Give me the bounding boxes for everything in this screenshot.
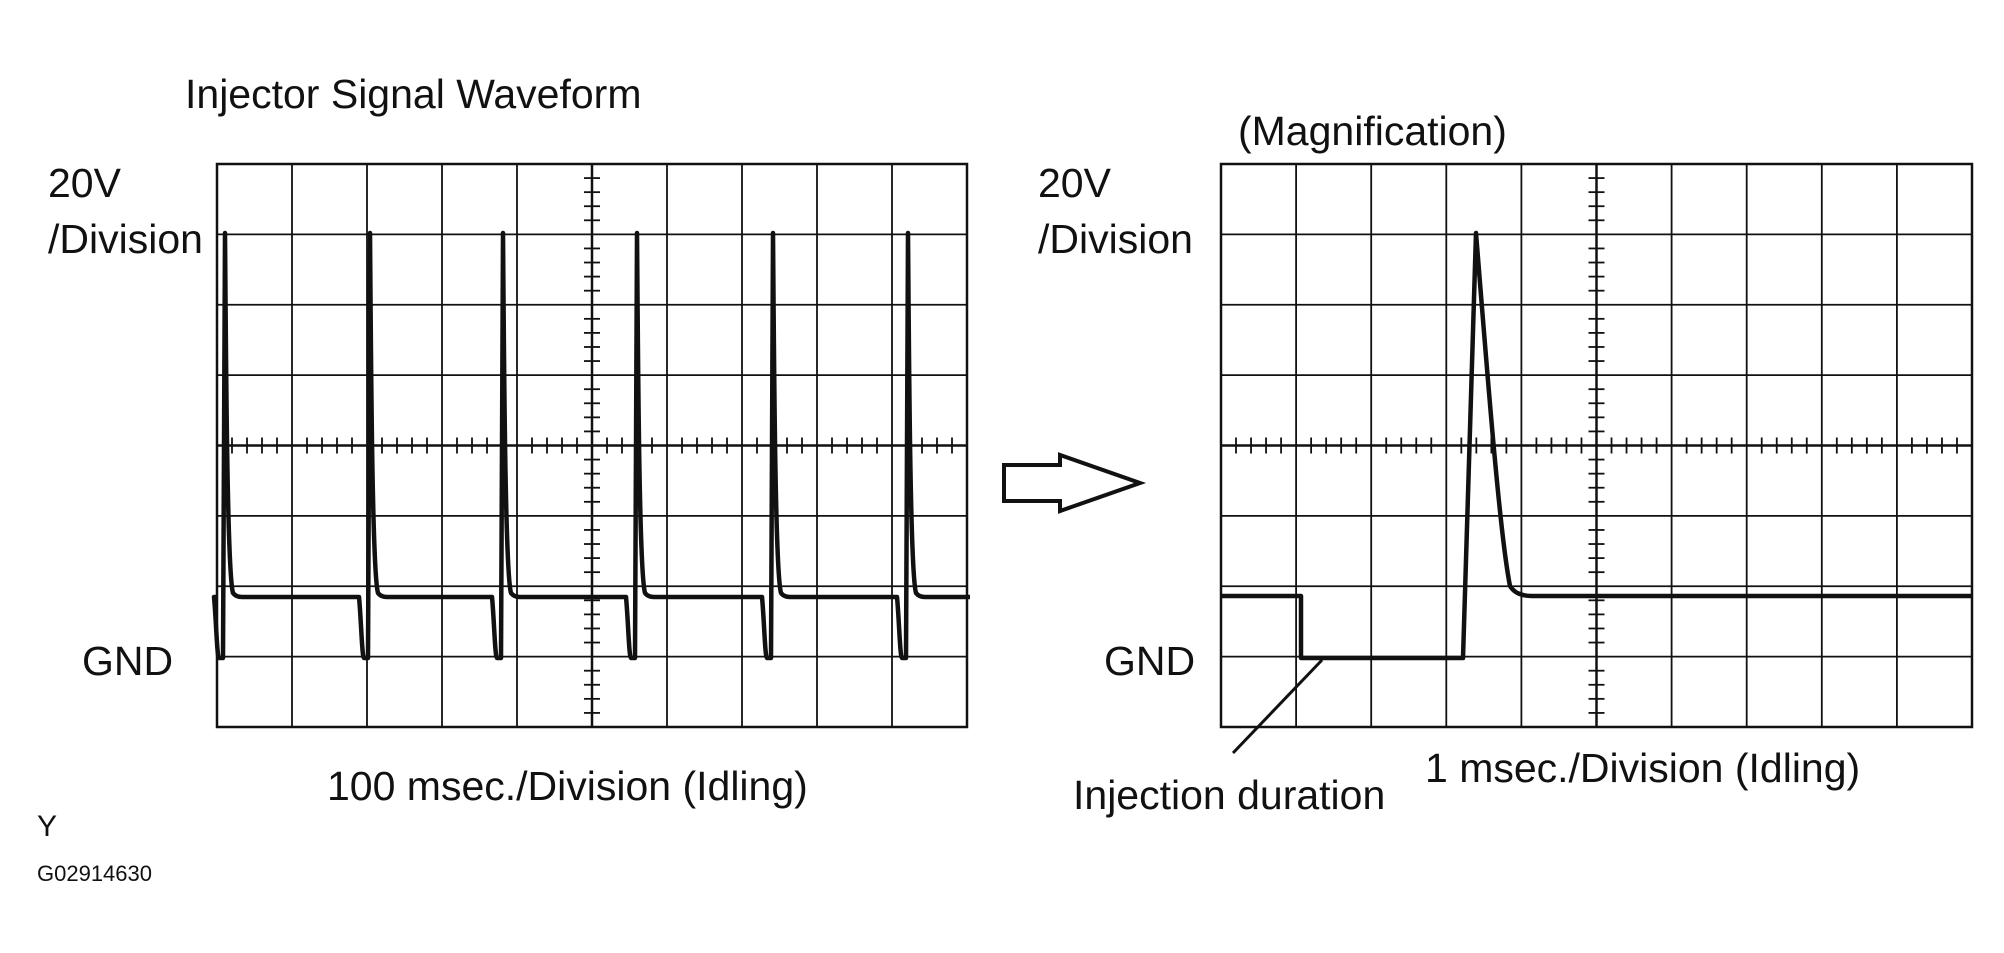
left-time-scale-label: 100 msec./Division (Idling) <box>327 763 808 809</box>
injection-duration-leader-line <box>1231 658 1324 755</box>
left-injector-waveform-trace <box>211 230 970 661</box>
left-volt-scale-unit: /Division <box>48 216 203 262</box>
figure-id: G02914630 <box>37 861 152 886</box>
figure-code-letter: Y <box>37 810 58 843</box>
right-gnd-label: GND <box>1104 638 1196 684</box>
magnify-arrow-icon <box>1002 452 1147 514</box>
right-injector-waveform-trace <box>1221 230 1972 661</box>
injection-duration-label: Injection duration <box>1073 772 1386 818</box>
right-volt-scale-label: 20V <box>1038 160 1111 206</box>
left-volt-scale-label: 20V <box>48 160 121 206</box>
left-gnd-label: GND <box>82 638 174 684</box>
left-oscilloscope-grid <box>215 162 969 729</box>
magnification-title: (Magnification) <box>1238 108 1507 154</box>
right-time-scale-label: 1 msec./Division (Idling) <box>1425 745 1861 791</box>
left-chart-title: Injector Signal Waveform <box>185 71 642 117</box>
right-oscilloscope-grid <box>1219 162 1974 729</box>
right-volt-scale-unit: /Division <box>1038 216 1193 262</box>
